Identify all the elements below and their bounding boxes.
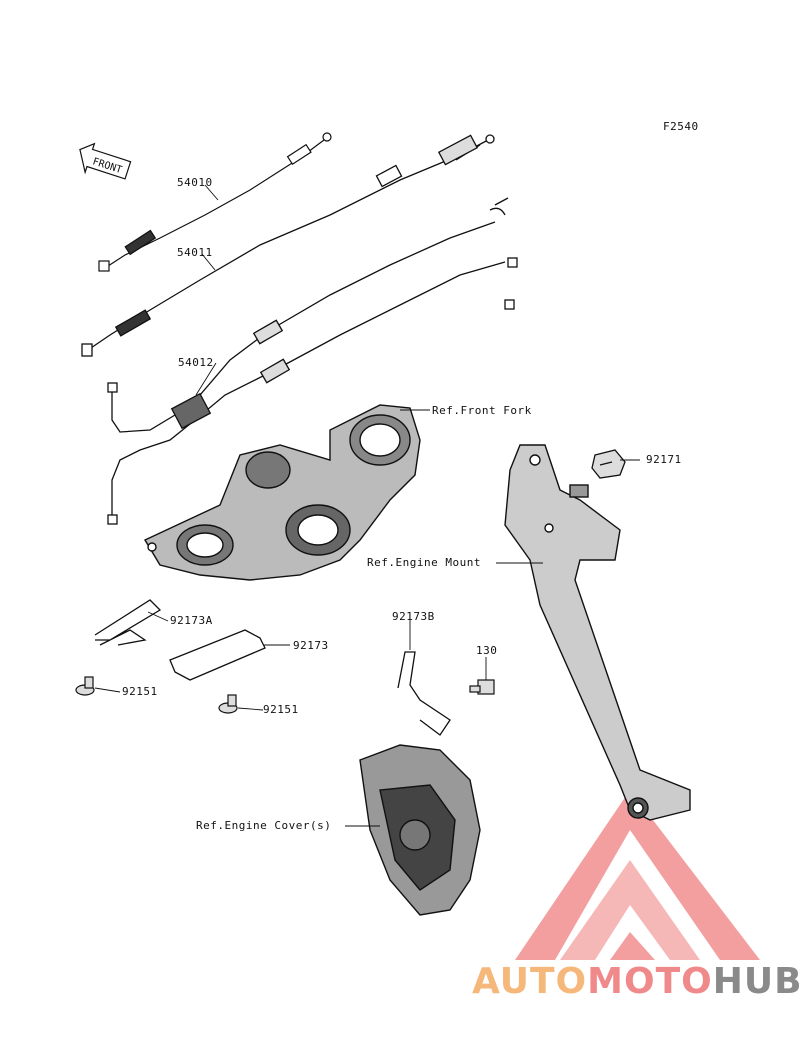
part-label-92173b: 92173B: [392, 610, 435, 623]
engine-cover: [359, 744, 481, 916]
watermark-logo: [515, 790, 760, 960]
clamp-92173: [169, 629, 266, 681]
bolt-130: [469, 679, 495, 695]
watermark-auto: AUTO: [472, 961, 588, 1002]
watermark-hub: HUB: [712, 961, 800, 1002]
part-label-54010: 54010: [177, 176, 213, 189]
watermark-text: AUTOMOTOHUB: [472, 962, 800, 1002]
clip-92173b: [397, 651, 451, 736]
engine-mount: [504, 444, 691, 821]
ref-engine-mount-label: Ref.Engine Mount: [367, 556, 481, 569]
top-bridge: [144, 404, 421, 581]
part-label-54011: 54011: [177, 246, 213, 259]
bolt-92151-right: [218, 694, 238, 714]
ref-front-fork-label: Ref.Front Fork: [432, 404, 532, 417]
cable-54010: [98, 132, 332, 272]
leader-lines: [94, 184, 640, 827]
clamp-92173a: [94, 599, 162, 646]
cable-54011: [81, 134, 495, 357]
part-label-92151-left: 92151: [122, 685, 158, 698]
ref-engine-cover-label: Ref.Engine Cover(s): [196, 819, 332, 832]
clip-92171: [591, 449, 626, 479]
figure-code: F2540: [663, 120, 699, 133]
bolt-92151-left: [75, 676, 95, 696]
part-label-92173: 92173: [293, 639, 329, 652]
part-label-54012: 54012: [178, 356, 214, 369]
part-label-92171: 92171: [646, 453, 682, 466]
cable-54012: [107, 197, 518, 525]
front-arrow-icon: FRONT: [79, 142, 132, 180]
part-label-130: 130: [476, 644, 498, 657]
watermark-moto: MOTO: [587, 961, 713, 1002]
part-label-92151-right: 92151: [263, 703, 299, 716]
part-label-92173a: 92173A: [170, 614, 213, 627]
